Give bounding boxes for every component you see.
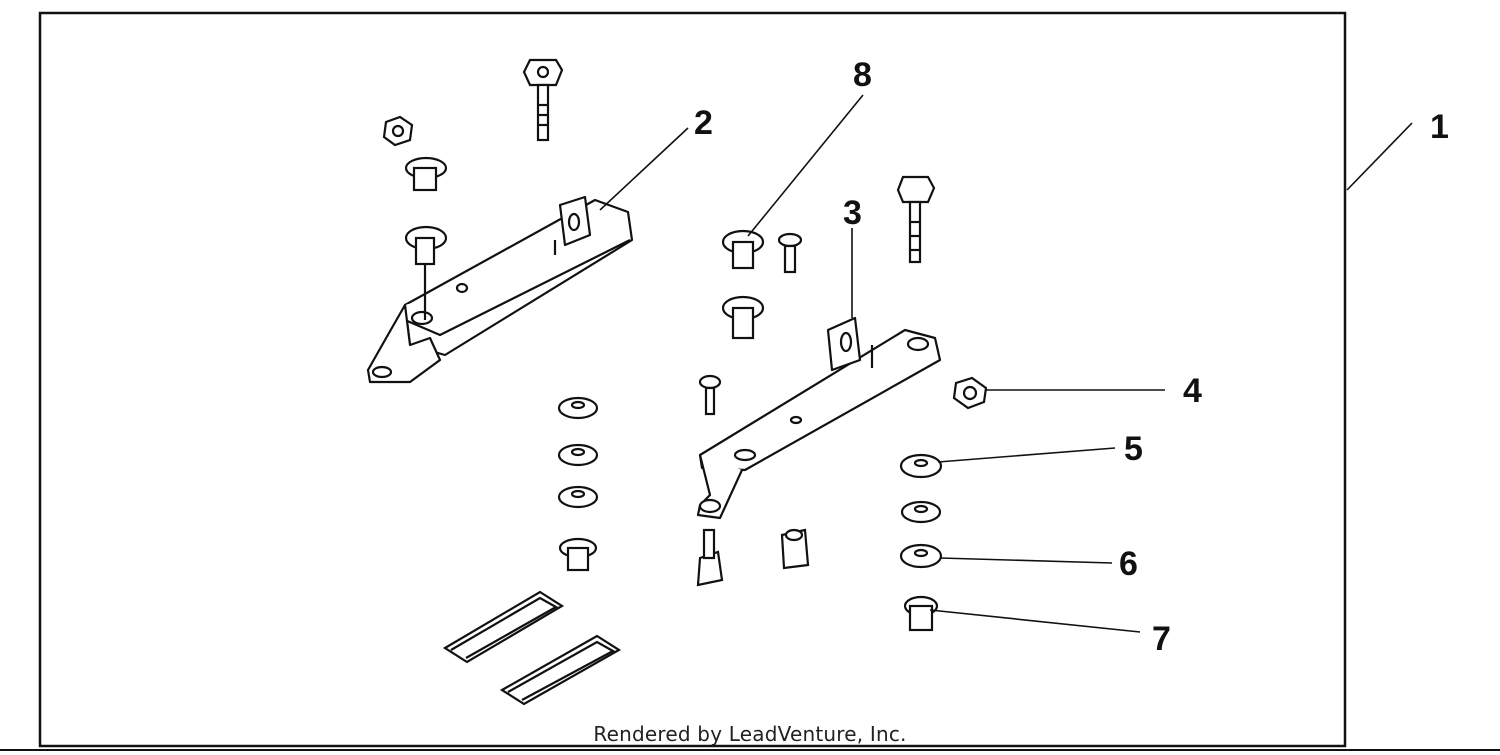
diagram-frame — [38, 11, 1347, 748]
callout-4: 4 — [1183, 372, 1202, 410]
callout-2: 2 — [694, 104, 713, 142]
right-bracket — [696, 316, 942, 520]
callout-1: 1 — [1430, 108, 1449, 146]
left-bracket — [366, 195, 634, 384]
adhesive-pads — [442, 590, 622, 706]
render-credit: Rendered by LeadVenture, Inc. — [0, 722, 1500, 746]
right-hardware — [696, 175, 936, 587]
callout-6: 6 — [1119, 545, 1138, 583]
callout-5: 5 — [1124, 430, 1143, 468]
left-washers — [557, 396, 599, 572]
right-fasteners — [899, 376, 988, 632]
callout-8: 8 — [853, 56, 872, 94]
leader-lines — [599, 94, 1413, 633]
callout-3: 3 — [843, 194, 862, 232]
left-hardware — [382, 58, 564, 320]
render-credit-text: Rendered by LeadVenture, Inc. — [593, 722, 907, 746]
callout-7: 7 — [1152, 620, 1171, 658]
